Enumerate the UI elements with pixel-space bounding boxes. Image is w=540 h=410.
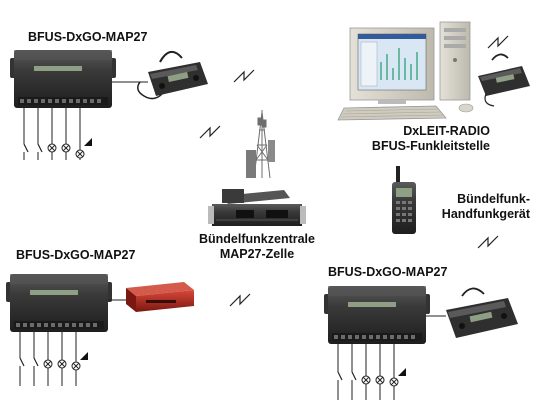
mobile-radio-bottom-right <box>446 287 518 338</box>
radio-link-icon <box>477 235 499 249</box>
radio-link-icon <box>487 35 509 49</box>
handheld-radio-icon <box>392 166 416 234</box>
radio-link-icon <box>233 69 255 83</box>
desktop-pc-icon <box>337 21 474 121</box>
controller-box-icon <box>10 50 116 108</box>
switch-contact-icon <box>17 357 39 367</box>
mobile-radio-top-right <box>478 53 530 107</box>
controller-box-bottom-left <box>6 274 126 386</box>
radio-tower-icon <box>246 110 275 179</box>
trunking-center-label: Bündelfunkzentrale MAP27-Zelle <box>182 232 332 262</box>
mobile-radio-icon <box>446 287 518 338</box>
wiring-bottom-left <box>19 332 77 386</box>
unit-bottom-right-label: BFUS-DxGO-MAP27 <box>328 265 448 279</box>
rack-unit-icon <box>208 189 306 226</box>
lamp-icon <box>47 143 85 159</box>
modem-box-icon <box>126 282 194 312</box>
wiring-bottom-right <box>337 344 395 400</box>
unit-top-left-label: BFUS-DxGO-MAP27 <box>28 30 148 44</box>
switch-contact-icon <box>21 143 43 153</box>
handheld-line1: Bündelfunk- <box>457 192 530 206</box>
radio-link-icon <box>199 125 221 139</box>
control-station-label: DxLEIT-RADIO BFUS-Funkleitstelle <box>350 124 490 154</box>
controller-box-icon <box>324 286 430 344</box>
trunking-center-line1: Bündelfunkzentrale <box>199 232 315 246</box>
trunking-center-line2: MAP27-Zelle <box>219 247 295 261</box>
output-marker-icon <box>398 368 406 376</box>
switch-contact-icon <box>335 371 357 381</box>
mobile-radio-top-left <box>137 51 208 100</box>
controller-box-top-left <box>10 50 148 160</box>
mobile-radio-icon <box>137 51 208 100</box>
lamp-icon <box>43 359 81 371</box>
handheld-line2: Handfunkgerät <box>441 207 530 221</box>
controller-box-bottom-right <box>324 286 446 400</box>
output-marker-icon <box>84 138 92 146</box>
unit-bottom-left-label: BFUS-DxGO-MAP27 <box>16 248 136 262</box>
control-station-line2: BFUS-Funkleitstelle <box>371 139 490 153</box>
output-marker-icon <box>80 352 88 360</box>
lamp-icon <box>361 375 399 387</box>
radio-link-icon <box>229 293 251 307</box>
mobile-radio-icon <box>478 53 530 107</box>
handheld-label: Bündelfunk- Handfunkgerät <box>420 192 530 222</box>
control-station-line1: DxLEIT-RADIO <box>403 124 490 138</box>
controller-box-icon <box>6 274 112 332</box>
